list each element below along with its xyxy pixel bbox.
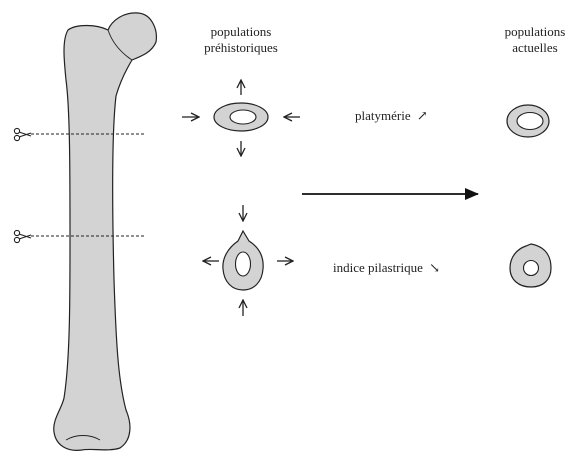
modern-header-line1: populations bbox=[490, 24, 580, 40]
platymeria-text: platymérie bbox=[355, 108, 411, 123]
prehistoric-header: populations préhistoriques bbox=[186, 24, 296, 56]
platymeria-label: platymérie ↗ bbox=[355, 108, 428, 124]
prehistoric-header-line2: préhistoriques bbox=[186, 40, 296, 56]
increase-arrow-icon: ↗ bbox=[417, 108, 428, 123]
prehistoric-header-line1: populations bbox=[186, 24, 296, 40]
pilastric-text: indice pilastrique bbox=[333, 260, 423, 275]
modern-header-line2: actuelles bbox=[490, 40, 580, 56]
pilastric-label: indice pilastrique ↘ bbox=[333, 260, 440, 276]
scissors-icon bbox=[14, 230, 31, 242]
modern-header: populations actuelles bbox=[490, 24, 580, 56]
decrease-arrow-icon: ↘ bbox=[429, 260, 440, 275]
modern-upper-section bbox=[507, 105, 549, 137]
modern-lower-section bbox=[510, 244, 551, 287]
prehistoric-lower-section bbox=[223, 231, 263, 290]
prehistoric-upper-section bbox=[214, 103, 268, 131]
femur-bone bbox=[54, 13, 157, 450]
scissors-icon bbox=[14, 128, 31, 140]
